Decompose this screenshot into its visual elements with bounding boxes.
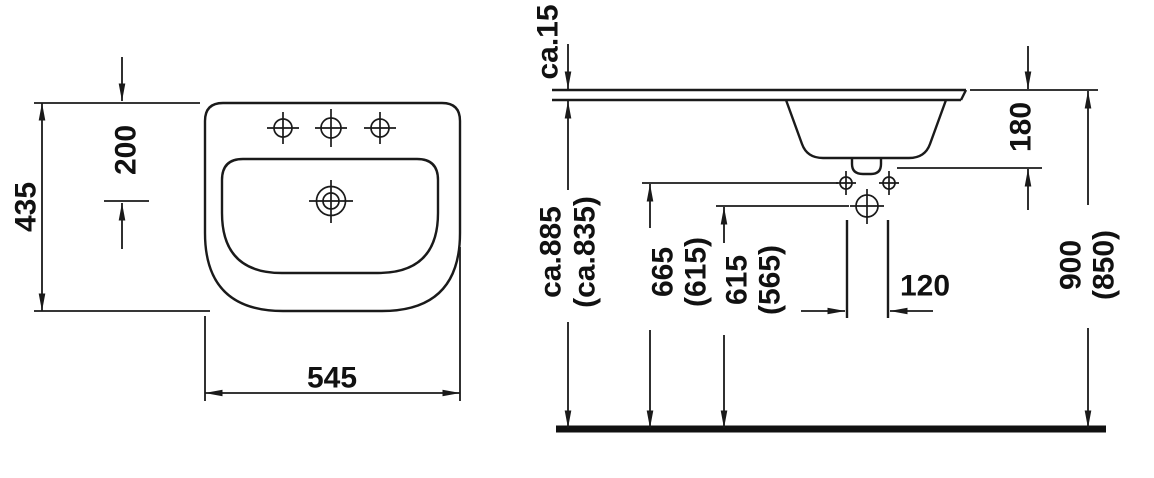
dimension-underside-height: ca.885 (ca.835) bbox=[535, 100, 602, 429]
dim-label-ca835: (ca.835) bbox=[569, 196, 602, 308]
basin-inner-bowl bbox=[220, 157, 440, 275]
dimension-height-435: 435 bbox=[10, 102, 210, 312]
drain-overflow bbox=[309, 180, 353, 223]
dim-label-ca885: ca.885 bbox=[535, 206, 568, 298]
dimension-fixing-height: 665 (615) bbox=[642, 182, 838, 429]
drain-outlet bbox=[850, 189, 884, 224]
tap-hole-center bbox=[315, 109, 347, 147]
dim-label-545: 545 bbox=[307, 362, 357, 395]
dim-label-665: 665 bbox=[647, 247, 680, 297]
dim-label-180: 180 bbox=[1005, 102, 1038, 152]
dim-label-900: 900 bbox=[1055, 240, 1088, 290]
tap-hole-left bbox=[267, 112, 299, 144]
front-view: 435 200 545 bbox=[10, 57, 462, 401]
dim-label-565: (565) bbox=[754, 245, 787, 315]
dim-label-665-alt: (615) bbox=[680, 237, 713, 307]
dimension-tap-depth-200: 200 bbox=[104, 57, 149, 249]
bowl-profile bbox=[784, 99, 948, 160]
dimension-basin-depth: 180 bbox=[897, 46, 1042, 210]
dim-label-120: 120 bbox=[900, 270, 950, 303]
dim-label-200: 200 bbox=[110, 125, 143, 175]
drain-pipe bbox=[845, 220, 890, 318]
dimension-pipe-width: 120 bbox=[801, 270, 950, 315]
tap-hole-right bbox=[364, 112, 396, 144]
dim-label-615: 615 bbox=[721, 255, 754, 305]
rim-profile bbox=[552, 88, 968, 102]
fixing-hole-right bbox=[879, 171, 899, 195]
dimension-width-545: 545 bbox=[204, 247, 461, 401]
dim-label-435: 435 bbox=[10, 182, 43, 232]
dimension-total-height: 900 (850) bbox=[970, 89, 1121, 429]
dimension-outlet-height: 615 (565) bbox=[716, 205, 849, 429]
fixing-hole-left bbox=[836, 171, 856, 195]
basin-outer-outline bbox=[203, 101, 462, 313]
rim-end-cap bbox=[959, 89, 968, 101]
dimension-rim-thickness: ca.15 bbox=[532, 4, 572, 90]
side-view: ca.15 ca.885 (ca.835) 665 (615) bbox=[532, 4, 1121, 433]
dim-label-850: (850) bbox=[1088, 230, 1121, 300]
drain-fitting bbox=[850, 158, 883, 176]
dim-label-ca15: ca.15 bbox=[532, 4, 565, 79]
